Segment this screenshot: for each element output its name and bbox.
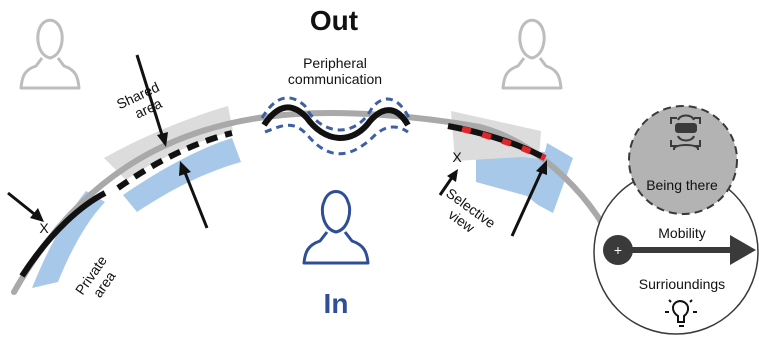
mobility-arrow-head <box>730 235 756 265</box>
selective-x-mark: X <box>452 149 462 165</box>
selective-view-large-arrow <box>510 160 547 237</box>
selective-view-segment <box>447 123 547 161</box>
in-label: In <box>324 288 349 319</box>
private-x-mark: X <box>39 220 49 236</box>
peripheral-wave-dashed-outer <box>260 96 412 132</box>
person-outline-icon-center <box>302 190 370 265</box>
origin-plus-node <box>603 235 633 265</box>
being-there-circle <box>628 105 738 215</box>
shared-area-top-arrow <box>135 54 168 147</box>
shared-area-bottom-arrow <box>179 161 209 229</box>
out-label: Out <box>310 5 358 36</box>
being-there-label: Being there <box>646 177 718 193</box>
selective-view-small-arrow <box>438 169 458 196</box>
peripheral-label-line1: Peripheral <box>303 55 367 71</box>
peripheral-label-line2: communication <box>288 71 382 87</box>
person-outline-icon-right <box>501 18 563 90</box>
vr-headset-user-icon <box>670 114 701 150</box>
private-area-arrow <box>7 191 44 222</box>
private-area-segment <box>19 190 107 278</box>
peripheral-wave <box>261 104 411 141</box>
lightbulb-icon <box>665 299 697 327</box>
mobility-label: Mobility <box>658 225 705 241</box>
peripheral-wave-dashed-inner <box>264 123 409 156</box>
selective-view-red-dashes <box>461 126 547 161</box>
communication-arc <box>11 110 619 295</box>
person-outline-icon-left <box>19 18 81 90</box>
shared-area-dashed-segment <box>116 130 233 191</box>
origin-plus-label: + <box>614 242 622 258</box>
surroundings-label: Surrioundings <box>639 276 725 292</box>
private-area-blue-region <box>32 191 105 288</box>
